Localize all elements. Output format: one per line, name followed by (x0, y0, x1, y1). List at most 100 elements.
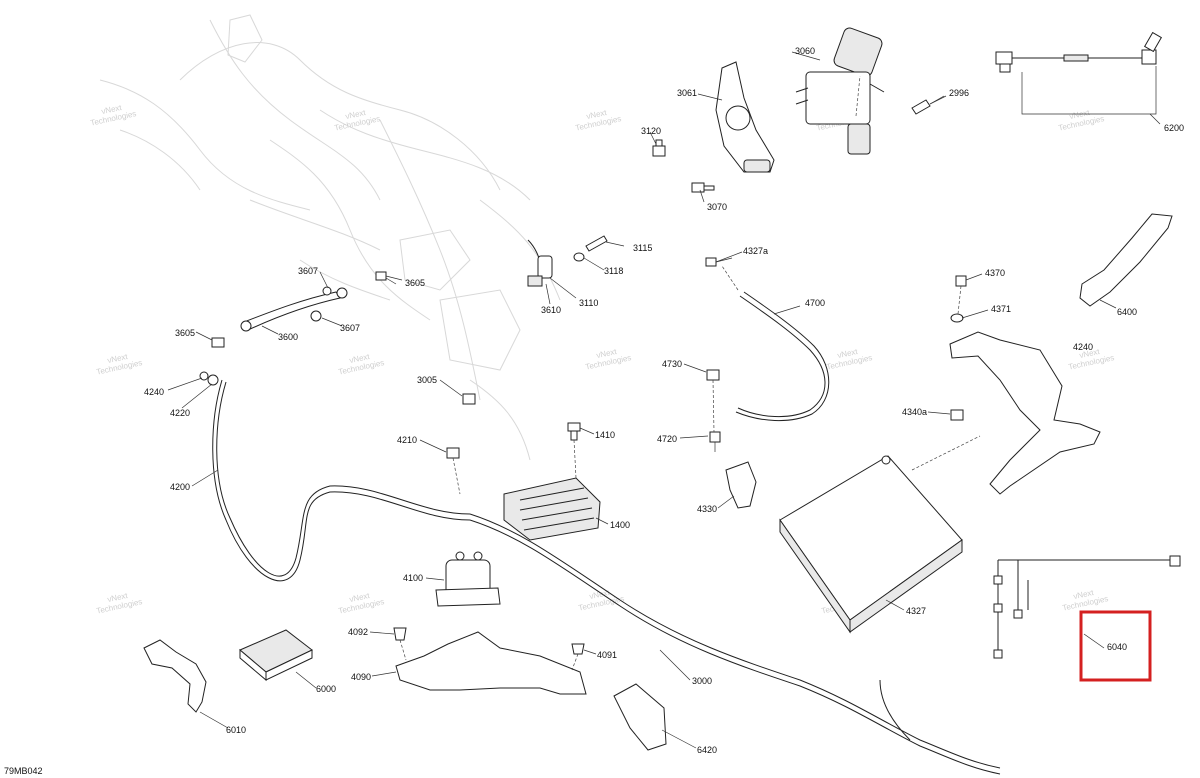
part-3120-bolt (652, 139, 666, 157)
callout-4327: 4327 (906, 606, 926, 616)
watermark: vNext Technologies (1062, 588, 1110, 613)
svg-text:vNext: vNext (1079, 347, 1102, 360)
callout-6400: 6400 (1117, 307, 1137, 317)
part-3061-bracket (715, 61, 775, 173)
part-6200-harness (995, 31, 1163, 115)
callout-3120: 3120 (641, 126, 661, 136)
part-4370-bolt (955, 275, 967, 287)
svg-text:vNext: vNext (345, 108, 368, 121)
part-3115-screw (585, 235, 608, 252)
part-4700-cable (735, 291, 830, 422)
callout-3061: 3061 (677, 88, 697, 98)
svg-text:vNext: vNext (837, 347, 860, 360)
callout-3600: 3600 (278, 332, 298, 342)
callout-3610: 3610 (541, 305, 561, 315)
part-4210-nut (446, 447, 460, 459)
part-4327-battery (779, 455, 963, 634)
part-6010-bracket (143, 639, 207, 713)
watermark: vNext Technologies (338, 591, 386, 616)
svg-text:vNext: vNext (101, 103, 124, 116)
leader-lines (167, 51, 1161, 749)
callout-3607-top: 3607 (298, 266, 318, 276)
callout-6200: 6200 (1164, 123, 1184, 133)
callout-4327a: 4327a (743, 246, 768, 256)
watermark: vNext Technologies (338, 352, 386, 377)
svg-text:vNext: vNext (349, 591, 372, 604)
part-3600-ground-strap (240, 287, 348, 332)
callout-3005: 3005 (417, 375, 437, 385)
callout-3118: 3118 (604, 266, 623, 276)
assembly-lines (399, 75, 981, 671)
callout-3000: 3000 (692, 676, 712, 686)
svg-text:vNext: vNext (349, 352, 372, 365)
callout-4330: 4330 (697, 504, 717, 514)
part-6040-sub-harness (993, 555, 1181, 659)
svg-text:vNext: vNext (1069, 108, 1092, 121)
part-4371-washer (950, 313, 964, 323)
part-4100-solenoid (435, 551, 501, 607)
part-3118-washer (573, 252, 585, 262)
callout-4371: 4371 (991, 304, 1011, 314)
callout-4720: 4720 (657, 434, 677, 444)
part-3005-bolt (462, 393, 476, 405)
callout-3605-bottom: 3605 (175, 328, 195, 338)
callout-labels: 3060 3061 2996 6200 3120 3070 3115 3118 … (4, 46, 1184, 776)
part-3605-bolt-bottom (211, 337, 225, 348)
callout-4200: 4200 (170, 482, 190, 492)
callout-3607-bottom: 3607 (340, 323, 360, 333)
highlight-box (1079, 610, 1152, 682)
svg-text:vNext: vNext (107, 591, 130, 604)
callout-3060: 3060 (795, 46, 815, 56)
callout-4340a: 4340a (902, 407, 927, 417)
part-4730-nut (706, 369, 720, 381)
part-4340a-nut (950, 409, 964, 421)
watermark: vNext Technologies (90, 103, 138, 128)
part-2996-screw (911, 95, 945, 115)
part-3607-nut-top (322, 286, 332, 296)
callout-4700: 4700 (805, 298, 825, 308)
callout-3110: 3110 (579, 298, 598, 308)
part-4720-bolt (709, 431, 721, 452)
svg-text:vNext: vNext (586, 108, 609, 121)
callout-3115: 3115 (633, 243, 652, 253)
ghost-chassis (99, 14, 561, 461)
callout-4092: 4092 (348, 627, 368, 637)
callout-1400: 1400 (610, 520, 630, 530)
part-4240-bracket (949, 331, 1101, 495)
part-1400-regulator (503, 477, 601, 541)
part-4330-terminal-cap (725, 461, 757, 509)
part-3607-nut-bottom (310, 310, 322, 322)
watermark: vNext Technologies (826, 347, 874, 372)
callout-4090: 4090 (351, 672, 371, 682)
watermark: vNext Technologies (585, 347, 633, 372)
part-4091-nut (571, 643, 585, 655)
part-6000-module (239, 629, 313, 682)
callout-3070: 3070 (707, 202, 727, 212)
part-3060-actuator (795, 27, 885, 155)
part-6420-guard (613, 683, 667, 751)
callout-6010: 6010 (226, 725, 246, 735)
svg-text:vNext: vNext (1073, 588, 1096, 601)
callout-4220: 4220 (170, 408, 190, 418)
watermark: vNext Technologies (96, 352, 144, 377)
part-3110-sensor (527, 239, 553, 287)
part-4200-cable (212, 379, 471, 582)
part-4092-bolt (393, 627, 407, 641)
callout-4210: 4210 (397, 435, 417, 445)
callout-3605-top: 3605 (405, 278, 425, 288)
callout-4100: 4100 (403, 573, 423, 583)
callout-4240-right: 4240 (1073, 342, 1093, 352)
part-3070-bolt (691, 182, 715, 193)
callout-4370: 4370 (985, 268, 1005, 278)
diagram-code: 79MB042 (4, 766, 43, 776)
part-4327a-bolt (705, 257, 733, 267)
part-4090-bracket-plate (395, 631, 587, 695)
watermark: vNext Technologies (334, 108, 382, 133)
svg-text:vNext: vNext (589, 588, 612, 601)
part-3605-bolt-top (375, 271, 403, 281)
part-6400-guard (1079, 213, 1173, 307)
callout-6420: 6420 (697, 745, 717, 755)
part-4220-nut (207, 374, 219, 386)
callout-6040: 6040 (1107, 642, 1127, 652)
